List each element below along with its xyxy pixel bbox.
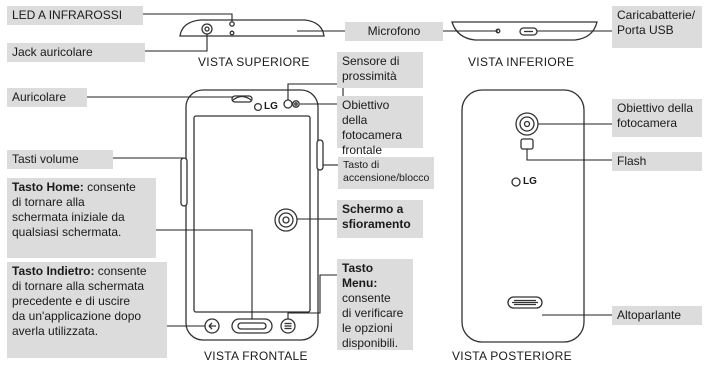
power-key — [316, 139, 324, 171]
label-infrared-led: LED A INFRAROSSI — [7, 6, 143, 25]
leader-menu — [287, 274, 337, 319]
leader-ir-led — [143, 13, 233, 21]
front-lg-logo: LG — [264, 101, 278, 112]
leader-lines — [87, 13, 612, 327]
label-volume-keys: Tasti volume — [7, 150, 113, 169]
back-lg-logo: LG — [523, 176, 537, 187]
leader-home — [156, 229, 253, 319]
label-home-key: Tasto Home: consente di tornare alla sch… — [7, 178, 156, 258]
caption-back-view: VISTA POSTERIORE — [452, 349, 572, 363]
front-logo-badge — [253, 102, 263, 112]
front-phone-body — [185, 89, 319, 341]
top-ir-led — [229, 21, 235, 27]
back-phone-body — [461, 89, 585, 343]
touch-icon — [274, 208, 298, 232]
volume-keys — [180, 157, 188, 207]
label-microphone: Microfono — [345, 22, 443, 41]
front-camera — [292, 100, 300, 108]
label-speaker: Altoparlante — [612, 306, 702, 325]
label-earpiece: Auricolare — [7, 88, 87, 107]
caption-front-view: VISTA FRONTALE — [204, 349, 308, 363]
caption-bottom-view: VISTA INFERIORE — [468, 55, 575, 69]
leader-jack — [145, 34, 208, 52]
label-back-key: Tasto Indietro: consente di tornare alla… — [7, 262, 167, 358]
label-flash: Flash — [612, 152, 702, 171]
label-charger-usb: Caricabatterie/Porta USB — [612, 6, 702, 48]
rear-speaker — [507, 296, 543, 309]
back-logo-badge — [511, 177, 521, 187]
label-menu-key: Tasto Menu: consente di verificare le op… — [337, 259, 413, 350]
leader-flash — [526, 149, 612, 161]
label-headphone-jack: Jack auricolare — [7, 43, 145, 62]
caption-top-view: VISTA SUPERIORE — [198, 55, 310, 69]
